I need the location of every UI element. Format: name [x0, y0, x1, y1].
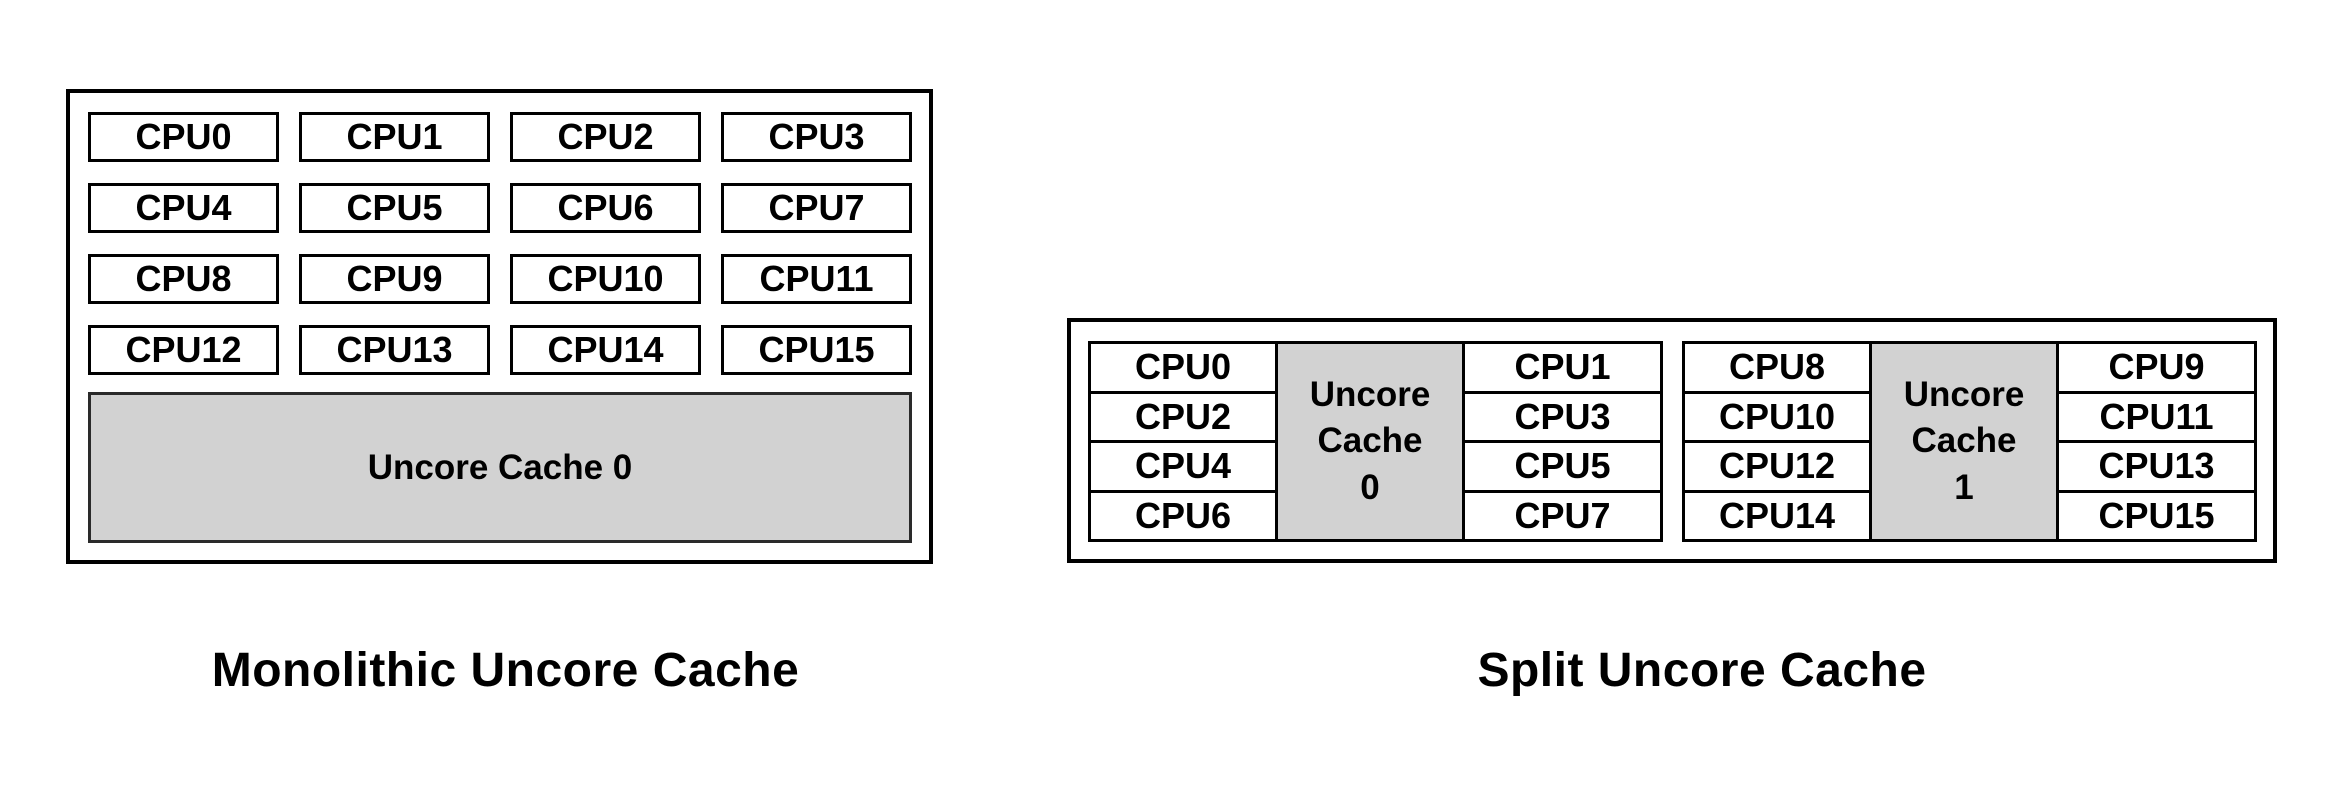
monolithic-cpu-grid: CPU0 CPU1 CPU2 CPU3 CPU4 CPU5 CPU6 CPU7 …: [88, 112, 912, 375]
cpu-cell: CPU14: [1718, 494, 1836, 536]
cpu-cell: CPU15: [2098, 494, 2215, 536]
cpu-cell: CPU1: [299, 112, 490, 162]
cpu-cell: CPU15: [721, 325, 912, 375]
cpu-cell: CPU11: [2059, 394, 2254, 443]
split-left-column: CPU8 CPU10 CPU12 CPU14: [1682, 341, 1872, 542]
cpu-cell: CPU13: [2059, 443, 2254, 493]
cpu-cell: CPU2: [510, 112, 701, 162]
cpu-cell: CPU8: [1685, 344, 1869, 394]
cpu-cell: CPU2: [1091, 394, 1275, 443]
split-left-column: CPU0 CPU2 CPU4 CPU6: [1088, 341, 1278, 542]
cpu-cell: CPU5: [299, 183, 490, 233]
split-right-column: CPU9 CPU11 CPU13 CPU15: [2059, 341, 2257, 542]
cpu-cell: CPU11: [721, 254, 912, 304]
cpu-cell: CPU12: [88, 325, 279, 375]
cpu-cell: CPU12: [1685, 443, 1869, 493]
monolithic-diagram: CPU0 CPU1 CPU2 CPU3 CPU4 CPU5 CPU6 CPU7 …: [66, 89, 933, 564]
cpu-cell: CPU6: [1134, 494, 1232, 536]
cpu-cell: CPU1: [1465, 344, 1660, 394]
cpu-cell: CPU8: [88, 254, 279, 304]
uncore-cache-box: Uncore Cache 0: [88, 392, 912, 543]
cpu-cell: CPU14: [510, 325, 701, 375]
split-diagram: CPU0 CPU2 CPU4 CPU6 Uncore Cache 0 CPU1 …: [1067, 318, 2277, 563]
cpu-cell: CPU9: [2059, 344, 2254, 394]
cpu-cell: CPU7: [1514, 494, 1611, 536]
split-right-column: CPU1 CPU3 CPU5 CPU7: [1465, 341, 1663, 542]
diagram-caption-monolithic: Monolithic Uncore Cache: [211, 643, 800, 697]
cpu-cell: CPU3: [721, 112, 912, 162]
cpu-cell: CPU10: [1685, 394, 1869, 443]
cpu-cell: CPU7: [721, 183, 912, 233]
cpu-cell: CPU9: [299, 254, 490, 304]
split-group-1: CPU8 CPU10 CPU12 CPU14 Uncore Cache 1 CP…: [1682, 341, 2257, 542]
cpu-cell: CPU10: [510, 254, 701, 304]
cpu-cell: CPU4: [1091, 443, 1275, 493]
diagram-caption-split: Split Uncore Cache: [1477, 643, 1927, 697]
cpu-cell: CPU6: [510, 183, 701, 233]
uncore-cache-box: Uncore Cache 1: [1872, 341, 2059, 542]
cpu-cell: CPU0: [88, 112, 279, 162]
split-group-0: CPU0 CPU2 CPU4 CPU6 Uncore Cache 0 CPU1 …: [1088, 341, 1663, 542]
cpu-cell: CPU4: [88, 183, 279, 233]
cpu-cell: CPU13: [299, 325, 490, 375]
cpu-cell: CPU3: [1465, 394, 1660, 443]
cpu-cell: CPU0: [1091, 344, 1275, 394]
uncore-cache-box: Uncore Cache 0: [1278, 341, 1465, 542]
cpu-cell: CPU5: [1465, 443, 1660, 493]
